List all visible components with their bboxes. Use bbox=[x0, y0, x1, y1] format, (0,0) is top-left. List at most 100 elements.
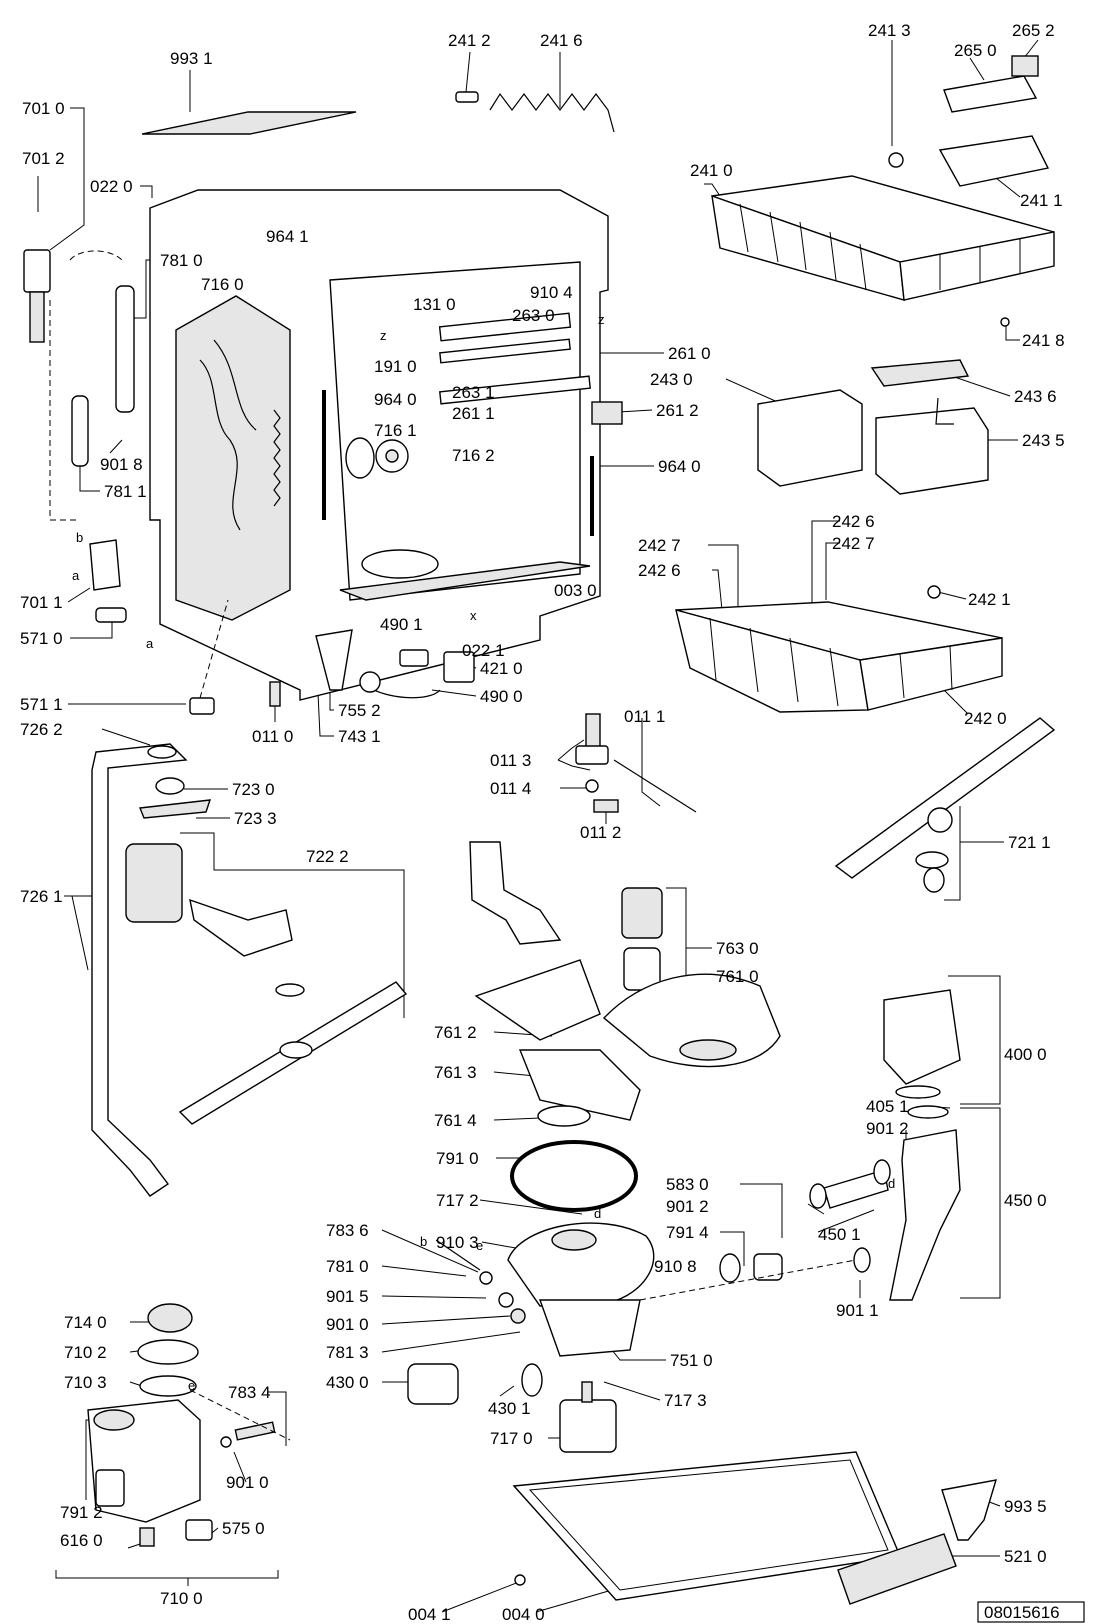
callout: 490 0 bbox=[480, 687, 523, 706]
ref-letter: x bbox=[470, 608, 477, 623]
callout: 717 3 bbox=[664, 1391, 707, 1410]
callout: 242 0 bbox=[964, 709, 1007, 728]
tub-assembly bbox=[141, 111, 623, 701]
callout: 726 2 bbox=[20, 720, 63, 739]
cutlery-baskets bbox=[757, 359, 989, 495]
callout: 761 4 bbox=[434, 1111, 477, 1130]
callout: 993 1 bbox=[170, 49, 213, 68]
callout: 716 1 bbox=[374, 421, 417, 440]
spray-system-left bbox=[91, 743, 408, 1197]
callout: 763 0 bbox=[716, 939, 759, 958]
callout: 241 0 bbox=[690, 161, 733, 180]
callout: 263 0 bbox=[512, 306, 555, 325]
callout: 450 1 bbox=[818, 1225, 861, 1244]
callout: 710 3 bbox=[64, 1373, 107, 1392]
callout: 405 1 bbox=[866, 1097, 909, 1116]
callout: 726 1 bbox=[20, 887, 63, 906]
callout: 761 2 bbox=[434, 1023, 477, 1042]
callout: 783 4 bbox=[228, 1383, 271, 1402]
callout: 791 4 bbox=[666, 1223, 709, 1242]
callout: 901 0 bbox=[326, 1315, 369, 1334]
callout: 242 7 bbox=[832, 534, 875, 553]
callout: 783 6 bbox=[326, 1221, 369, 1240]
callout: 241 2 bbox=[448, 31, 491, 50]
callout: 710 2 bbox=[64, 1343, 107, 1362]
pump-and-drain bbox=[639, 989, 961, 1301]
callout: 701 0 bbox=[22, 99, 65, 118]
lower-basket bbox=[675, 585, 1003, 713]
callout: 791 2 bbox=[60, 1503, 103, 1522]
callout: 722 2 bbox=[306, 847, 349, 866]
callout: 910 4 bbox=[530, 283, 573, 302]
upper-basket bbox=[455, 55, 1055, 327]
callout-labels: 993 1 701 0 701 2 022 0 964 1 781 0 716 … bbox=[20, 21, 1065, 1624]
sump-and-filters bbox=[407, 841, 783, 1453]
callout: 710 0 bbox=[160, 1589, 203, 1608]
callout: 901 1 bbox=[836, 1301, 879, 1320]
callout: 131 0 bbox=[413, 295, 456, 314]
callout: 242 6 bbox=[638, 561, 681, 580]
ref-letter: a bbox=[72, 568, 80, 583]
callout: 964 1 bbox=[266, 227, 309, 246]
callout: 261 2 bbox=[656, 401, 699, 420]
callout: 717 0 bbox=[490, 1429, 533, 1448]
ref-letter: z bbox=[598, 312, 605, 327]
callout: 901 8 bbox=[100, 455, 143, 474]
callout: 714 0 bbox=[64, 1313, 107, 1332]
callout: 575 0 bbox=[222, 1519, 265, 1538]
softener-assembly bbox=[87, 1303, 291, 1547]
callout: 964 0 bbox=[374, 390, 417, 409]
callout: 241 6 bbox=[540, 31, 583, 50]
callout: 717 2 bbox=[436, 1191, 479, 1210]
callout: 011 4 bbox=[490, 779, 531, 798]
callout: 011 1 bbox=[624, 707, 665, 726]
callout: 701 2 bbox=[22, 149, 65, 168]
ref-letter: d bbox=[594, 1206, 601, 1221]
ref-letter: a bbox=[146, 636, 154, 651]
foot-and-misc bbox=[269, 629, 697, 813]
callout: 781 0 bbox=[326, 1257, 369, 1276]
callout: 910 3 bbox=[436, 1233, 479, 1252]
callout: 400 0 bbox=[1004, 1045, 1047, 1064]
callout: 243 6 bbox=[1014, 387, 1057, 406]
callout: 716 0 bbox=[201, 275, 244, 294]
callout: 430 1 bbox=[488, 1399, 531, 1418]
callout: 011 3 bbox=[490, 751, 531, 770]
callout: 910 8 bbox=[654, 1257, 697, 1276]
callout: 964 0 bbox=[658, 457, 701, 476]
callout: 583 0 bbox=[666, 1175, 709, 1194]
inlet-hoses bbox=[23, 249, 229, 715]
callout: 242 6 bbox=[832, 512, 875, 531]
callout: 261 0 bbox=[668, 344, 711, 363]
callout: 701 1 bbox=[20, 593, 63, 612]
callout: 003 0 bbox=[554, 581, 597, 600]
reference-letters: z z x b a a d d e b e bbox=[72, 312, 895, 1393]
callout: 242 7 bbox=[638, 536, 681, 555]
ref-letter: b bbox=[420, 1234, 427, 1249]
callout: 421 0 bbox=[480, 659, 523, 678]
ref-letter: e bbox=[476, 1238, 483, 1253]
callout: 761 3 bbox=[434, 1063, 477, 1082]
callout: 243 0 bbox=[650, 370, 693, 389]
callout: 993 5 bbox=[1004, 1497, 1047, 1516]
callout: 243 5 bbox=[1022, 431, 1065, 450]
ref-letter: d bbox=[888, 1176, 895, 1191]
callout: 521 0 bbox=[1004, 1547, 1047, 1566]
callout: 022 1 bbox=[462, 641, 505, 660]
callout: 901 2 bbox=[666, 1197, 709, 1216]
callout: 781 0 bbox=[160, 251, 203, 270]
callout: 755 2 bbox=[338, 701, 381, 720]
base-and-funnel bbox=[512, 1451, 997, 1605]
ref-letter: e bbox=[188, 1378, 195, 1393]
upper-spray-arm bbox=[834, 717, 1056, 893]
callout: 723 0 bbox=[232, 780, 275, 799]
callout: 901 5 bbox=[326, 1287, 369, 1306]
callout: 450 0 bbox=[1004, 1191, 1047, 1210]
callout: 616 0 bbox=[60, 1531, 103, 1550]
callout: 011 0 bbox=[252, 727, 293, 746]
callout: 791 0 bbox=[436, 1149, 479, 1168]
callout: 571 0 bbox=[20, 629, 63, 648]
callout: 723 3 bbox=[234, 809, 277, 828]
callout: 430 0 bbox=[326, 1373, 369, 1392]
